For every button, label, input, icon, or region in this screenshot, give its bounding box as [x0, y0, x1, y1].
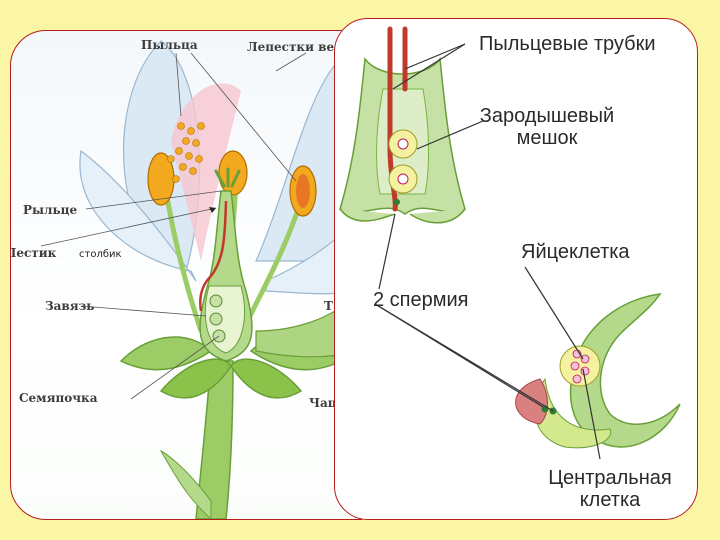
- pollen-tubes-label: Пыльцевые трубки: [479, 33, 656, 55]
- fertilization-panel: Пыльцевые трубки Зародышевый мешок Яйцек…: [334, 18, 698, 520]
- petals-label: Лепестки ве: [247, 40, 335, 54]
- ovule-upper-drawing: [339, 26, 466, 224]
- stamen-label: Т: [324, 299, 333, 313]
- pollen-label: Пыльца: [141, 38, 198, 52]
- central-cell-label-line1: Центральная: [548, 467, 672, 489]
- pistil-label: Пестик: [10, 246, 57, 260]
- ovule-lower-drawing: [515, 293, 681, 449]
- ovary-label: Завязь: [45, 299, 95, 313]
- embryo-sac-label-line2: мешок: [516, 127, 578, 149]
- embryo-sac-label-line1: Зародышевый: [479, 105, 615, 127]
- egg-cell-label: Яйцеклетка: [521, 241, 630, 263]
- central-cell-label: Центральная клетка: [535, 467, 685, 511]
- sepals-label: Чаш: [309, 396, 341, 410]
- stigma-label: Рыльце: [23, 203, 78, 217]
- flower-illustration: [40, 40, 361, 519]
- ovule-label: Семяпочка: [19, 391, 98, 405]
- flower-diagram-panel: Пыльца Лепестки ве Рыльце Пестик столбик…: [10, 30, 362, 520]
- embryo-sac-label: Зародышевый мешок: [477, 105, 617, 149]
- two-sperm-label: 2 спермия: [373, 289, 469, 311]
- central-cell-label-line2: клетка: [579, 489, 641, 511]
- style-annotation: столбик: [79, 249, 122, 260]
- fertilization-illustration: [339, 26, 681, 460]
